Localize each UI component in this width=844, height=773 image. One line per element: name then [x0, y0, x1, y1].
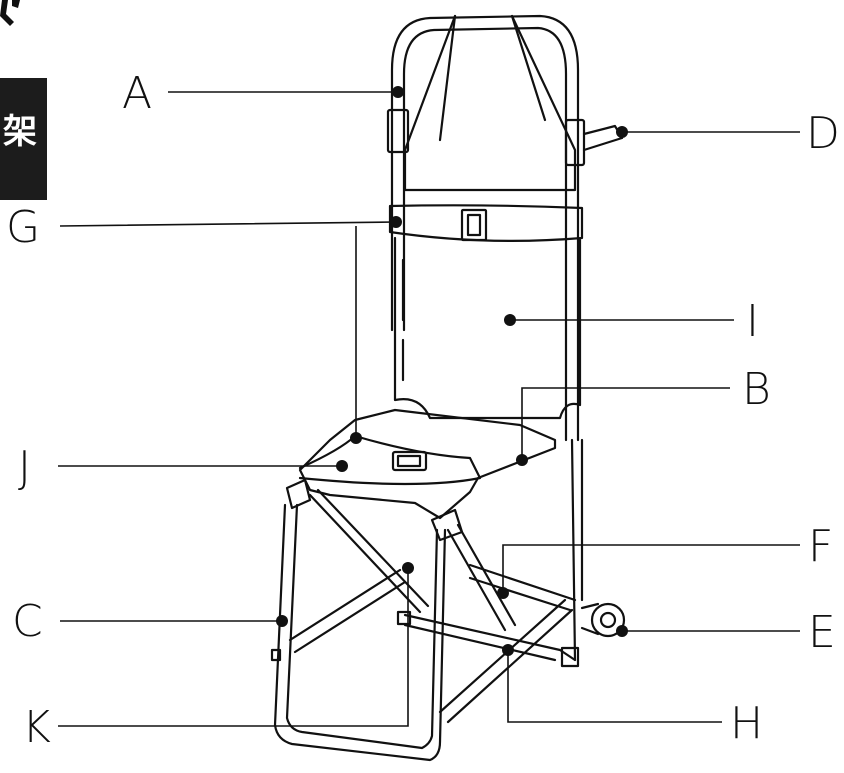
seat-corner-left	[285, 478, 312, 510]
wheel-e	[590, 602, 626, 638]
callout-label-b: B	[742, 364, 771, 415]
callout-label-a: A	[122, 68, 153, 119]
marker-e	[616, 625, 628, 637]
callout-label-e: E	[808, 607, 836, 658]
callout-label-c: C	[12, 596, 43, 647]
marker-c	[276, 615, 288, 627]
marker-j	[336, 460, 348, 472]
marker-d	[616, 126, 628, 138]
front-leg-left-inner	[285, 503, 439, 750]
back-fabric-top	[403, 14, 577, 192]
bottom-rail	[403, 613, 577, 662]
marker-f	[497, 587, 509, 599]
marker-g	[390, 216, 402, 228]
chapter-side-tab	[0, 78, 47, 200]
back-frame-left-tube-inner	[402, 26, 568, 442]
leader-k	[58, 568, 409, 727]
back-fabric-fold	[438, 14, 547, 142]
marker-k	[402, 562, 414, 574]
leader-f	[502, 544, 800, 592]
cross-brace-1	[288, 568, 407, 654]
rear-leg	[570, 438, 584, 662]
upper-collar-left	[386, 108, 410, 154]
callout-label-g: G	[6, 202, 41, 253]
callout-label-j: J	[18, 442, 31, 493]
upper-collar-right	[564, 118, 586, 167]
rear-rail	[468, 563, 577, 612]
marker-a	[392, 86, 404, 98]
handle-d	[582, 124, 624, 152]
leader-h	[507, 650, 722, 723]
leader-b	[521, 387, 730, 460]
chapter-tab-char: 架	[3, 112, 37, 152]
marker-b	[516, 454, 528, 466]
partial-heading-glyph	[0, 0, 20, 26]
front-leg-left	[273, 503, 447, 762]
cross-brace-4	[438, 598, 574, 724]
back-panel	[393, 236, 582, 420]
seat-panel	[298, 408, 557, 520]
back-frame-left-tube	[390, 14, 580, 442]
leader-g	[59, 221, 397, 436]
marker-h	[502, 644, 514, 656]
upper-strap	[388, 204, 584, 243]
cross-brace-2	[308, 488, 430, 614]
callout-label-k: K	[22, 702, 51, 753]
marker-g2	[350, 432, 362, 444]
callout-label-f: F	[808, 521, 834, 572]
callout-label-h: H	[730, 698, 764, 749]
upper-strap-buckle	[460, 208, 488, 242]
callout-label-d: D	[806, 108, 840, 159]
seat-buckle	[391, 450, 428, 472]
marker-i	[504, 314, 516, 326]
callout-label-i: I	[746, 296, 759, 347]
seat-strap	[298, 434, 482, 486]
